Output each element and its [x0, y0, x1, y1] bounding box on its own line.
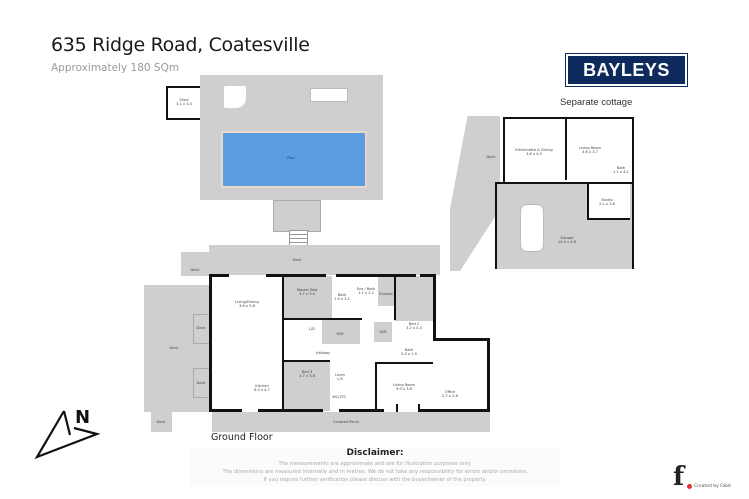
disclaimer: Disclaimer: The measurements are approxi… [190, 448, 560, 486]
wir-1 [322, 320, 360, 344]
wall-living-divider [282, 276, 284, 411]
cottage-deck-label: Deck [486, 155, 496, 159]
pool-table [310, 88, 348, 102]
credit-text: Created by Fabit [694, 484, 731, 489]
deck-bottom-left [151, 412, 172, 432]
wall-top-2 [266, 274, 326, 277]
wall-top-3 [336, 274, 416, 277]
room-hallway: Hallway [315, 351, 331, 355]
north-compass: N [30, 400, 101, 462]
pool [221, 131, 367, 188]
deck-upper-left-label: Deck [190, 268, 200, 272]
page-title: 635 Ridge Road, Coatesville [51, 34, 310, 56]
cottage-deck [450, 116, 500, 271]
wall-bottom-1 [209, 409, 242, 412]
spa [224, 86, 246, 108]
wall-living-room-top [375, 362, 433, 364]
property-area: Approximately 180 SQm [51, 62, 180, 74]
cottage-upper [503, 117, 634, 184]
deck-bottom-left-label: Deck [156, 420, 166, 424]
room-wc: WC/LTS [332, 395, 346, 399]
pool-steps-landing [273, 200, 321, 232]
deck-top [209, 245, 440, 276]
ensuite [378, 276, 394, 306]
deck-side-2-label: Deck [196, 381, 206, 385]
deck-side-1-label: Deck [196, 326, 206, 330]
cottage-divider [565, 118, 567, 180]
room-ld: L/D [309, 327, 315, 331]
wall-right [433, 274, 436, 338]
room-wir-2: W/R [379, 330, 387, 334]
wall-office-right [487, 338, 490, 412]
wall-bed3-top [282, 360, 330, 362]
wall-bed2-left [394, 276, 396, 320]
deck-top-label: Deck [292, 258, 302, 262]
deck-left-label: Deck [169, 346, 179, 350]
wall-living-room-left [375, 362, 377, 410]
wall-top-4 [420, 274, 435, 277]
compass-north-label: N [75, 407, 91, 428]
wall-office-top [433, 338, 490, 341]
bed-2 [394, 276, 435, 321]
disclaimer-line-2: The dimensions are measured internally a… [222, 469, 528, 475]
floor-label: Ground Floor [211, 432, 273, 443]
covered-porch-label: Covered Porch [333, 420, 359, 424]
fabit-dot-icon [687, 484, 692, 489]
compass-arrow-icon [34, 410, 101, 460]
wall-bottom-3 [339, 409, 384, 412]
wall-master-bottom [282, 318, 362, 320]
wir-2 [374, 322, 392, 342]
wall-bottom-2 [258, 409, 323, 412]
wall-bottom-4 [417, 409, 490, 412]
room-wir-1: W/R [336, 332, 344, 336]
disclaimer-line-3: If you require further verification plea… [263, 477, 487, 483]
master-bed [284, 276, 332, 318]
disclaimer-title: Disclaimer: [346, 448, 404, 458]
fabit-logo: f [673, 462, 685, 492]
studio [587, 184, 630, 220]
pool-label: Pool [287, 156, 295, 160]
covered-porch [212, 412, 490, 432]
brand-logo: BAYLEYS [565, 53, 688, 87]
disclaimer-line-1: The measurements are approximate and are… [278, 461, 472, 467]
wall-top-1 [209, 274, 229, 277]
wall-left [209, 274, 212, 412]
cottage-label: Separate cottage [560, 97, 633, 108]
car [520, 204, 544, 252]
deck-upper-left [181, 252, 210, 276]
room-ensuite: Ensuite [379, 292, 393, 296]
bed-3 [284, 362, 330, 411]
